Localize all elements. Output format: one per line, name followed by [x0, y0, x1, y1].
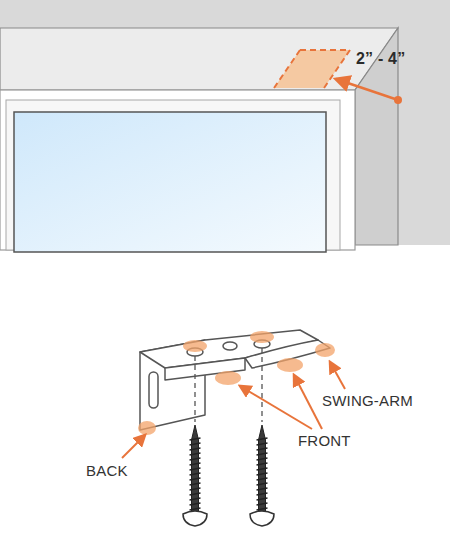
screw-thread — [190, 468, 201, 470]
part-label: FRONT — [298, 432, 351, 449]
bracket-slot — [149, 372, 158, 408]
screw-thread — [257, 488, 268, 490]
screw-thread — [190, 473, 201, 475]
window-glass — [14, 112, 326, 252]
screw-thread — [190, 438, 201, 440]
screw-thread — [190, 463, 201, 465]
screw-thread — [190, 453, 201, 455]
screw-thread — [190, 483, 201, 485]
part-label: BACK — [86, 462, 128, 479]
dimension-dot — [394, 96, 402, 104]
screw-thread — [190, 503, 201, 505]
screw-thread — [257, 458, 268, 460]
screw-guides — [195, 348, 262, 422]
bracket-hole — [223, 342, 237, 350]
screw-thread — [257, 493, 268, 495]
screw-thread — [190, 493, 201, 495]
screw-thread — [257, 468, 268, 470]
screw-thread — [257, 448, 268, 450]
screw-thread — [257, 483, 268, 485]
mounting-zone — [274, 50, 350, 88]
dimension-arrow — [336, 79, 398, 100]
screw-thread — [190, 478, 201, 480]
dimension-label: 2” - 4” — [356, 50, 405, 68]
screw — [183, 425, 207, 526]
screw-thread — [257, 498, 268, 500]
screw-thread — [257, 463, 268, 465]
screw-thread — [190, 498, 201, 500]
screw-head — [183, 511, 207, 526]
mounting-zone-dashes — [274, 50, 350, 88]
screw-thread — [190, 488, 201, 490]
screws — [183, 425, 274, 526]
screw-thread — [190, 458, 201, 460]
screw-thread — [190, 448, 201, 450]
screw-thread — [257, 443, 268, 445]
screw-head — [250, 511, 274, 526]
tab-highlights — [138, 331, 335, 435]
screw-thread — [257, 453, 268, 455]
screw-thread — [257, 508, 268, 510]
screw — [250, 425, 274, 526]
part-label: SWING-ARM — [322, 392, 413, 409]
screw-thread — [257, 473, 268, 475]
bracket — [140, 330, 330, 430]
screw-thread — [257, 503, 268, 505]
screw-thread — [190, 508, 201, 510]
screw-thread — [257, 438, 268, 440]
screw-thread — [190, 443, 201, 445]
screw-thread — [257, 478, 268, 480]
